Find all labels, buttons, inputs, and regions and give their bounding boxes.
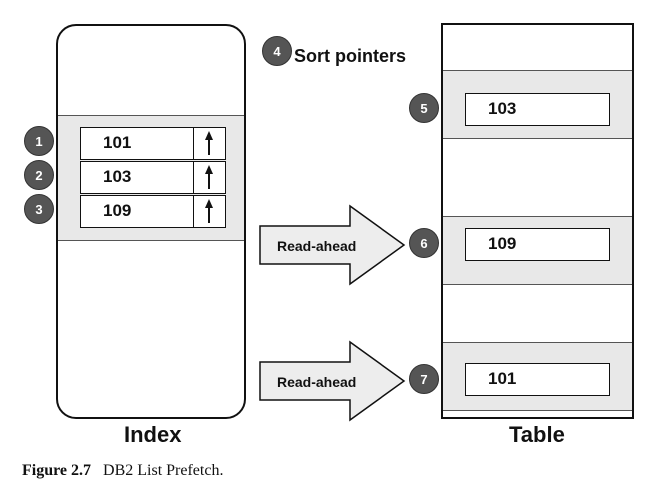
pointer-up-arrow-icon bbox=[205, 165, 213, 189]
index-structure: 101 103 109 bbox=[56, 24, 246, 419]
step-4-badge: 4 bbox=[262, 36, 292, 66]
index-entry: 109 bbox=[80, 195, 226, 228]
table-row: 109 bbox=[465, 228, 610, 261]
index-entry-value: 101 bbox=[103, 133, 132, 152]
step-7-badge: 7 bbox=[409, 364, 439, 394]
figure-number: Figure 2.7 bbox=[22, 462, 92, 479]
table-row-value: 103 bbox=[488, 99, 517, 118]
table-page: 103 bbox=[443, 70, 632, 139]
table-label: Table bbox=[509, 422, 565, 447]
read-ahead-arrow-2: Read-ahead bbox=[259, 340, 406, 422]
sort-pointers-label: Sort pointers bbox=[294, 46, 407, 66]
read-ahead-arrow-1: Read-ahead bbox=[259, 204, 406, 286]
table-page: 101 bbox=[443, 342, 632, 411]
table-page: 109 bbox=[443, 216, 632, 285]
read-ahead-label: Read-ahead bbox=[277, 238, 356, 254]
step-3-badge: 3 bbox=[24, 194, 54, 224]
index-leaf-band: 101 103 109 bbox=[58, 115, 244, 241]
step-6-badge: 6 bbox=[409, 228, 439, 258]
table-row-value: 101 bbox=[488, 369, 517, 388]
pointer-cell bbox=[193, 162, 225, 193]
index-entry-value: 103 bbox=[103, 167, 132, 186]
pointer-up-arrow-icon bbox=[205, 131, 213, 155]
table-row: 101 bbox=[465, 363, 610, 396]
read-ahead-label: Read-ahead bbox=[277, 374, 356, 390]
table-row-value: 109 bbox=[488, 234, 517, 253]
index-entry: 103 bbox=[80, 161, 226, 194]
pointer-cell bbox=[193, 196, 225, 227]
figure-caption: Figure 2.7 DB2 List Prefetch. bbox=[22, 462, 223, 480]
table-structure: 103 109 101 bbox=[441, 23, 634, 419]
step-5-badge: 5 bbox=[409, 93, 439, 123]
pointer-up-arrow-icon bbox=[205, 199, 213, 223]
step-2-badge: 2 bbox=[24, 160, 54, 190]
index-entry: 101 bbox=[80, 127, 226, 160]
pointer-cell bbox=[193, 128, 225, 159]
figure-caption-text: DB2 List Prefetch. bbox=[103, 462, 224, 479]
table-row: 103 bbox=[465, 93, 610, 126]
step-1-badge: 1 bbox=[24, 126, 54, 156]
index-entry-value: 109 bbox=[103, 201, 132, 220]
index-label: Index bbox=[124, 422, 182, 447]
